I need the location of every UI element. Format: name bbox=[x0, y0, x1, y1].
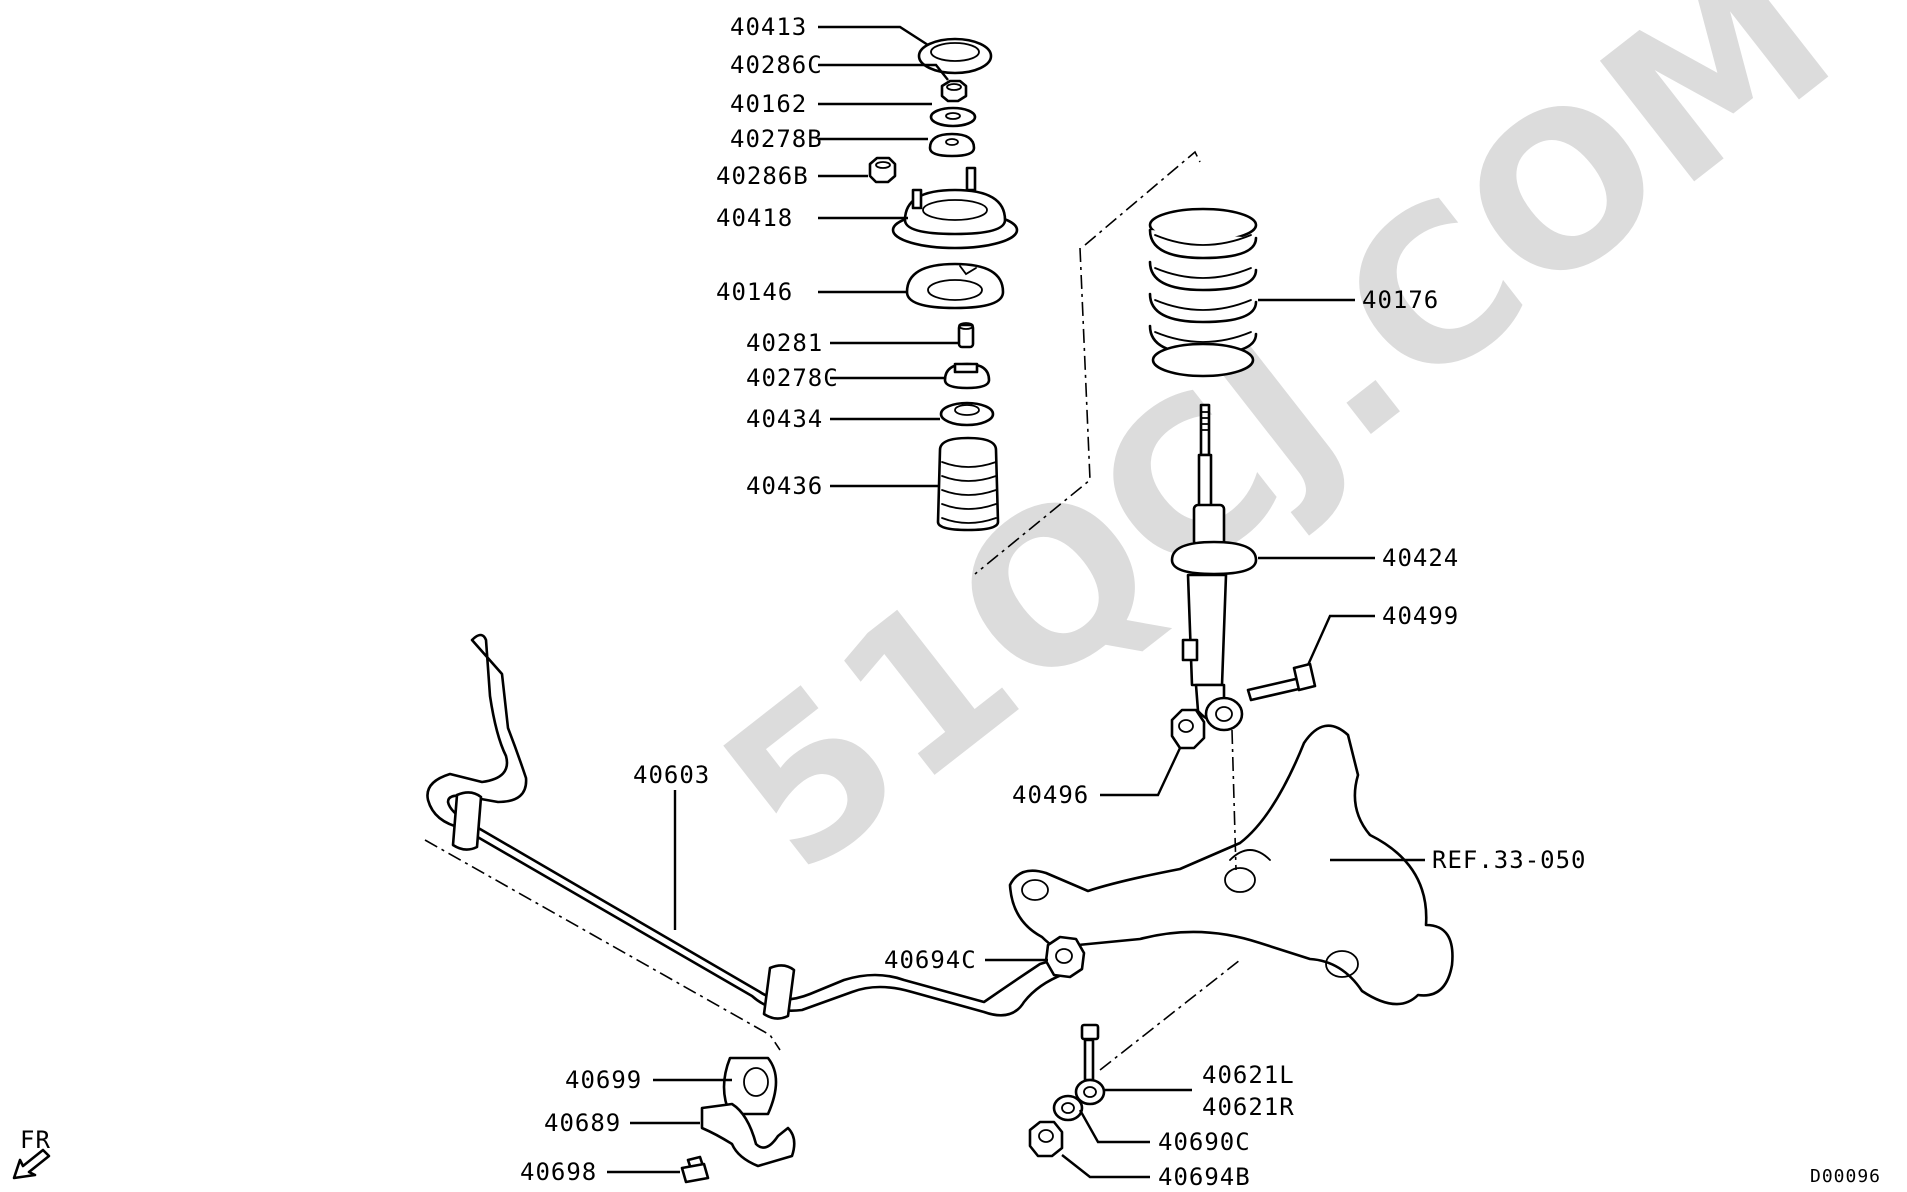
callout-40146[interactable]: 40146 bbox=[716, 278, 793, 306]
part-40499-bolt[interactable] bbox=[1246, 662, 1317, 702]
part-40424-strut[interactable] bbox=[1170, 403, 1258, 732]
part-40413-cap[interactable] bbox=[917, 37, 993, 75]
part-40698-bolt[interactable] bbox=[680, 1155, 710, 1184]
part-40621-link[interactable] bbox=[1074, 1023, 1106, 1106]
part-40146-spring-seat[interactable] bbox=[905, 262, 1005, 310]
part-40436-bump-stopper[interactable] bbox=[936, 436, 1000, 532]
part-40689-bracket[interactable] bbox=[700, 1102, 796, 1168]
callout-40499[interactable]: 40499 bbox=[1382, 602, 1459, 630]
part-40286c-nut[interactable] bbox=[940, 79, 968, 103]
part-40434-washer[interactable] bbox=[939, 401, 995, 427]
part-40176-coil-spring[interactable] bbox=[1148, 207, 1258, 378]
callout-40286c[interactable]: 40286C bbox=[730, 51, 823, 79]
part-40690c-washer[interactable] bbox=[1052, 1094, 1084, 1122]
part-40278b-bushing[interactable] bbox=[928, 132, 976, 158]
part-40694b-nut[interactable] bbox=[1028, 1120, 1064, 1158]
callout-40621l[interactable]: 40621L bbox=[1202, 1061, 1295, 1089]
callout-40281[interactable]: 40281 bbox=[746, 329, 823, 357]
callout-40694b[interactable]: 40694B bbox=[1158, 1163, 1251, 1191]
callout-40413[interactable]: 40413 bbox=[730, 13, 807, 41]
callout-40436[interactable]: 40436 bbox=[746, 472, 823, 500]
callout-40278c[interactable]: 40278C bbox=[746, 364, 839, 392]
callout-labels: 40413 40286C 40162 40278B 40286B 40418 4… bbox=[520, 13, 1587, 1191]
leader-lines bbox=[607, 25, 1425, 1179]
front-marker-label: FR bbox=[20, 1126, 51, 1154]
part-40278c-bushing[interactable] bbox=[943, 362, 991, 390]
callout-40496[interactable]: 40496 bbox=[1012, 781, 1089, 809]
callout-40278b[interactable]: 40278B bbox=[730, 125, 823, 153]
part-40281-collar[interactable] bbox=[957, 322, 975, 349]
callout-40424[interactable]: 40424 bbox=[1382, 544, 1459, 572]
callout-40698[interactable]: 40698 bbox=[520, 1158, 597, 1186]
part-40699-bushing[interactable] bbox=[722, 1056, 778, 1116]
callout-40621r[interactable]: 40621R bbox=[1202, 1093, 1295, 1121]
part-40286b-nut[interactable] bbox=[868, 156, 897, 184]
part-40603-stabilizer-bar[interactable] bbox=[426, 633, 1069, 1020]
part-lower-arm-ref[interactable] bbox=[1008, 724, 1454, 1006]
front-arrow-icon bbox=[12, 1148, 51, 1180]
part-40418-upper-mount[interactable] bbox=[891, 166, 1019, 250]
part-40496-nut[interactable] bbox=[1170, 708, 1206, 750]
callout-40699[interactable]: 40699 bbox=[565, 1066, 642, 1094]
callout-40434[interactable]: 40434 bbox=[746, 405, 823, 433]
front-direction-marker: FR bbox=[12, 1126, 51, 1180]
callout-40694c[interactable]: 40694C bbox=[884, 946, 977, 974]
diagram-code: D00096 bbox=[1810, 1166, 1881, 1187]
callout-40689[interactable]: 40689 bbox=[544, 1109, 621, 1137]
callout-40176[interactable]: 40176 bbox=[1362, 286, 1439, 314]
callout-ref-33-050[interactable]: REF.33-050 bbox=[1432, 846, 1587, 874]
part-40162-washer[interactable] bbox=[929, 106, 977, 128]
callout-40286b[interactable]: 40286B bbox=[716, 162, 809, 190]
callout-40162[interactable]: 40162 bbox=[730, 90, 807, 118]
callout-40418[interactable]: 40418 bbox=[716, 204, 793, 232]
part-40694c-nut[interactable] bbox=[1044, 935, 1086, 979]
callout-40603[interactable]: 40603 bbox=[633, 761, 710, 789]
callout-40690c[interactable]: 40690C bbox=[1158, 1128, 1251, 1156]
